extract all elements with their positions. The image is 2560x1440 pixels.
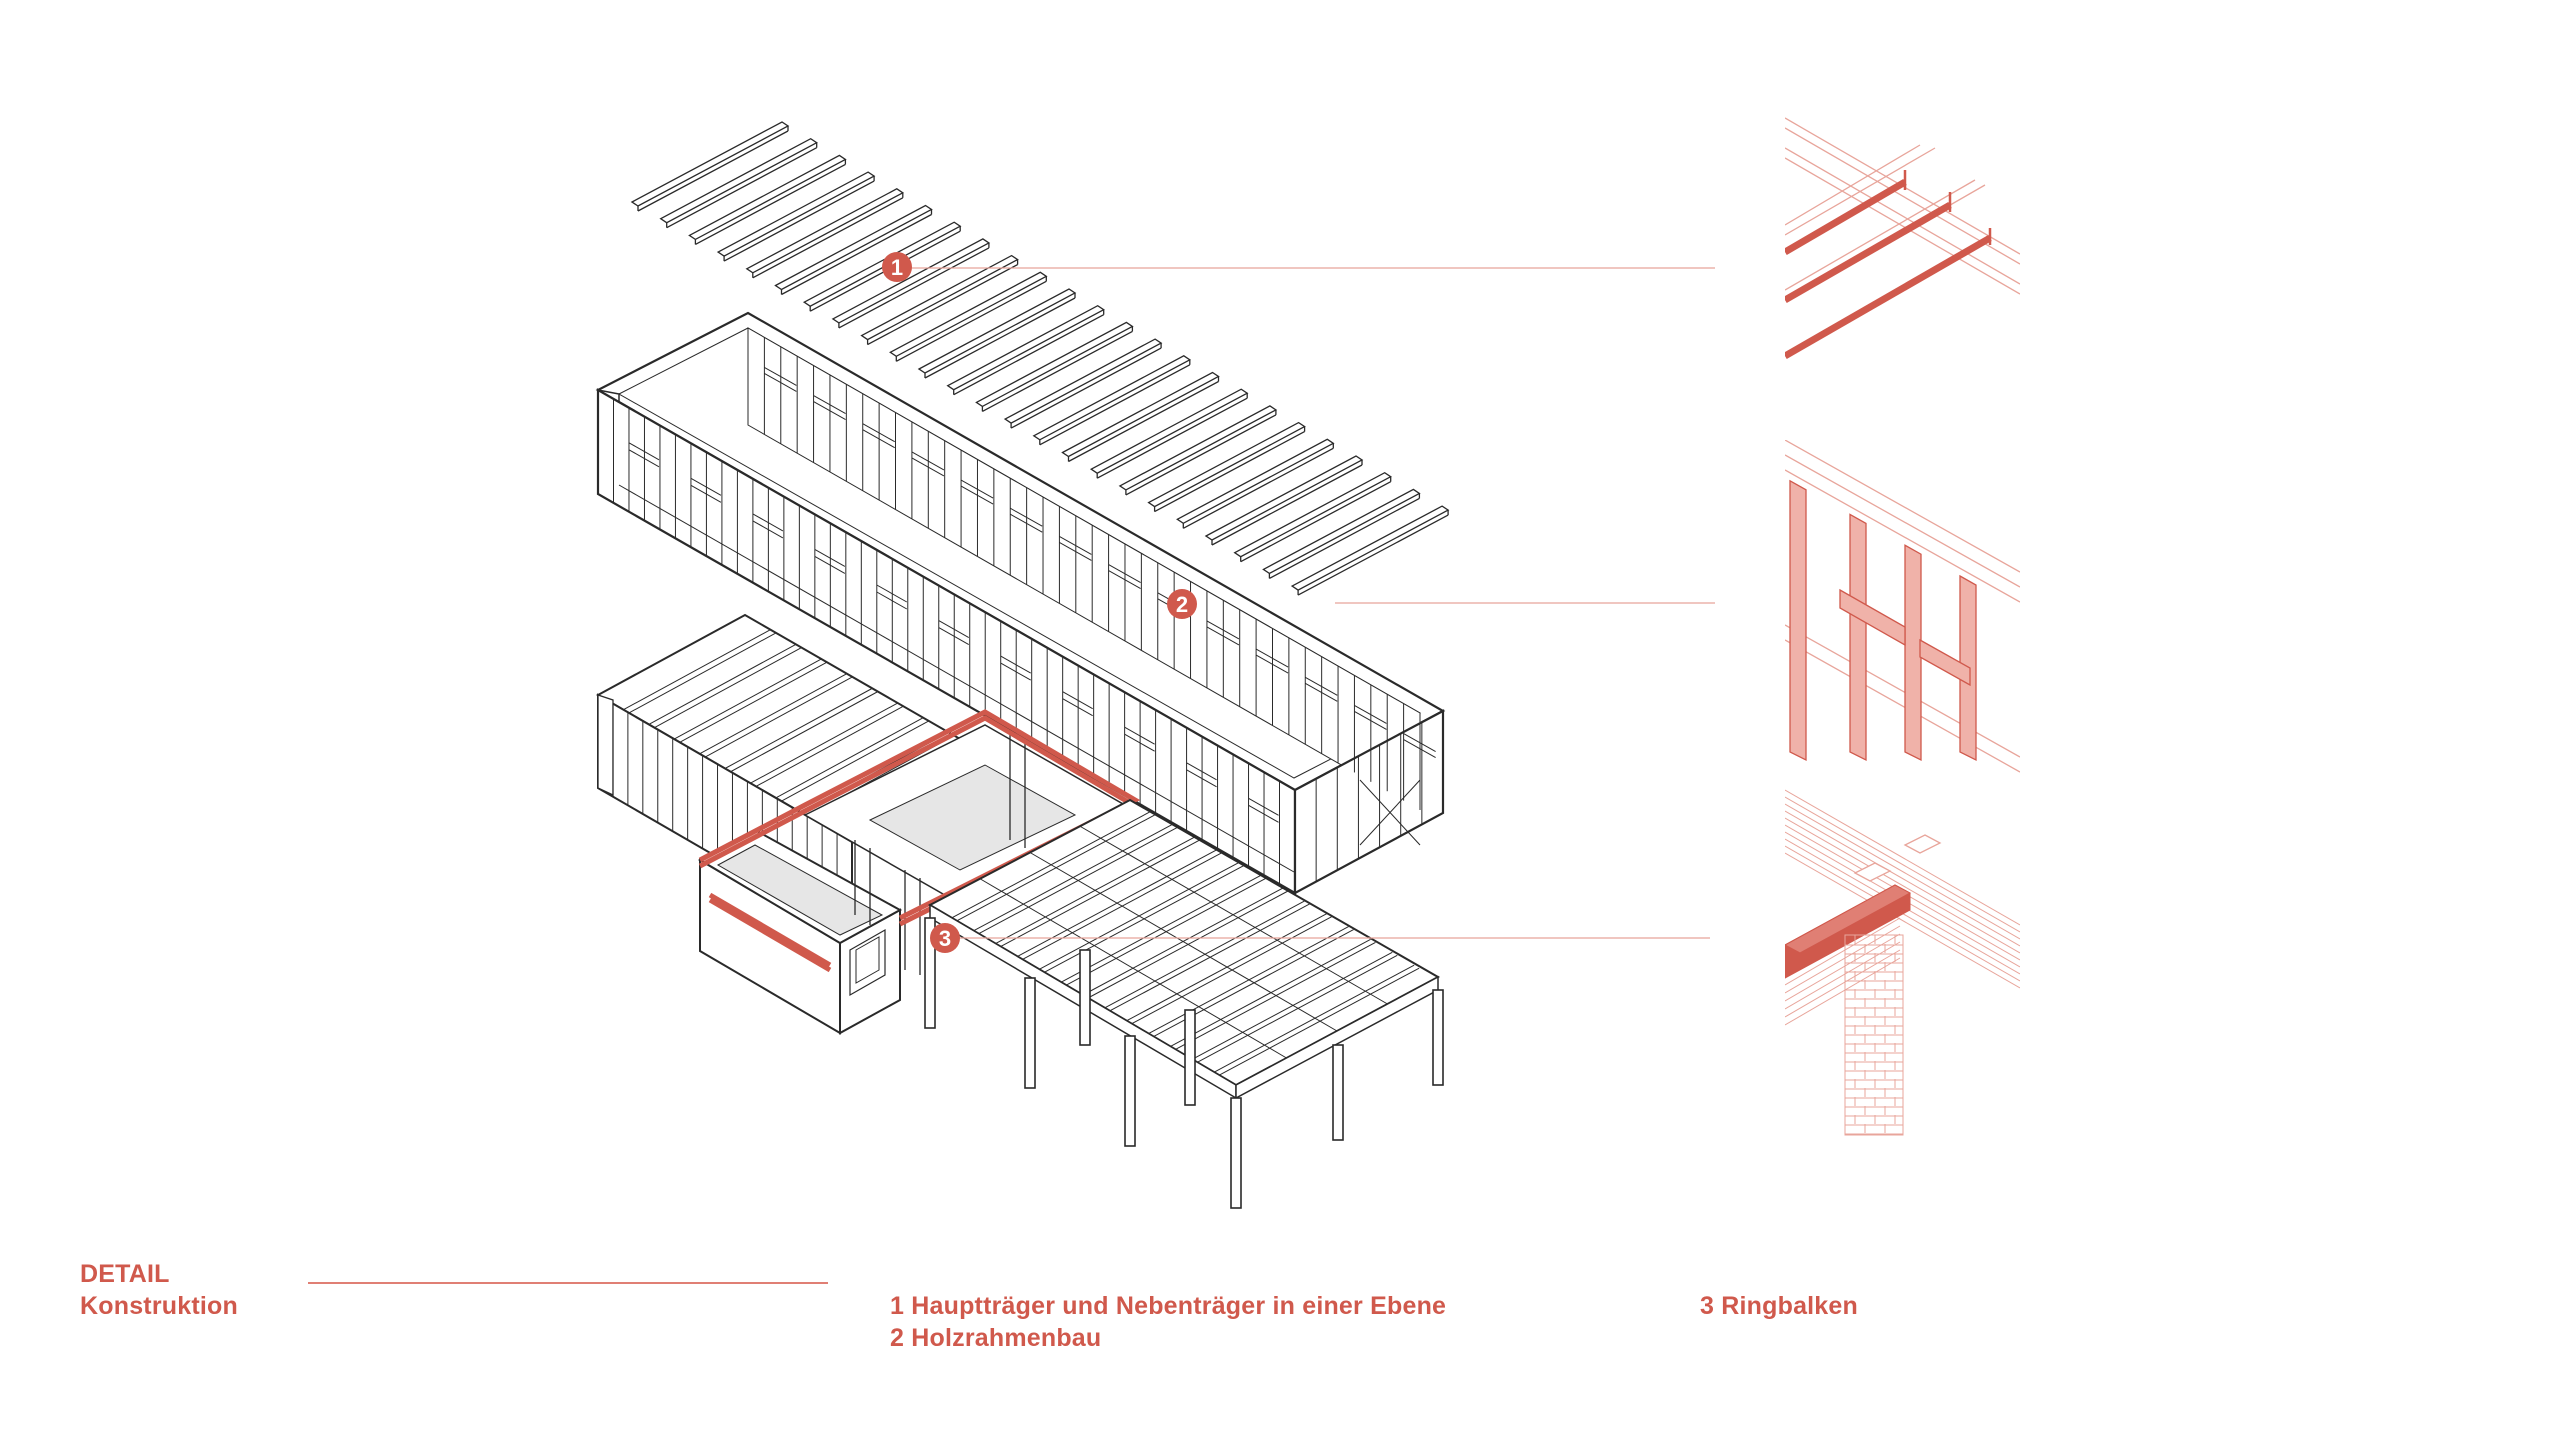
detail-beams xyxy=(1785,117,2020,360)
svg-text:3: 3 xyxy=(939,926,951,951)
entrance-block xyxy=(697,828,903,1035)
legend-item-2: 2 Holzrahmenbau xyxy=(890,1324,1102,1352)
leader-lines xyxy=(900,267,1715,939)
legend-item-1: 1 Hauptträger und Nebenträger in einer E… xyxy=(890,1292,1447,1320)
detail-ring-beam xyxy=(1785,789,2020,1136)
canopy-column xyxy=(924,917,936,1029)
svg-text:2: 2 xyxy=(1176,592,1188,617)
canopy-structure xyxy=(924,798,1444,1209)
caption-divider xyxy=(308,1282,828,1284)
caption-subtitle: Konstruktion xyxy=(80,1292,238,1320)
legend-item-3: 3 Ringbalken xyxy=(1700,1292,1858,1320)
canopy-column xyxy=(1432,989,1444,1086)
canopy-column xyxy=(1184,1009,1196,1106)
marker-2: 2 xyxy=(1167,589,1197,619)
detail-timber-frame xyxy=(1785,440,2020,773)
canopy-column xyxy=(1024,977,1036,1089)
marker-3: 3 xyxy=(930,923,960,953)
canopy-column xyxy=(1079,949,1091,1046)
canopy-column xyxy=(1332,1044,1344,1141)
canopy-column xyxy=(1230,1097,1242,1209)
svg-text:1: 1 xyxy=(891,255,903,280)
canopy-column xyxy=(1124,1035,1136,1147)
roof-beams xyxy=(630,121,1450,596)
connector-volume xyxy=(803,724,1132,975)
caption-title: DETAIL xyxy=(80,1260,170,1288)
marker-1: 1 xyxy=(882,252,912,282)
timber-frame-volume xyxy=(595,311,1446,895)
